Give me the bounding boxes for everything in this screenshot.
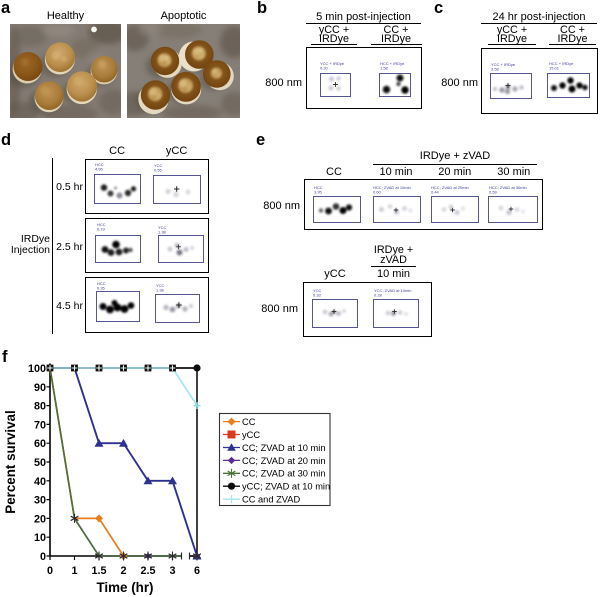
svg-text:1: 1 [71, 565, 77, 577]
svg-text:70: 70 [34, 419, 46, 431]
svg-text:CC; ZVAD at 20 min: CC; ZVAD at 20 min [242, 456, 326, 466]
svg-text:Percent survival: Percent survival [3, 410, 18, 513]
svg-text:0: 0 [47, 565, 53, 577]
svg-text:0: 0 [40, 551, 46, 563]
svg-text:10: 10 [34, 532, 46, 544]
svg-text:90: 90 [34, 382, 46, 394]
svg-text:3: 3 [169, 565, 175, 577]
svg-text:40: 40 [34, 476, 46, 488]
svg-text:50: 50 [34, 457, 46, 469]
svg-text:CC: CC [242, 417, 256, 427]
svg-text:100: 100 [28, 363, 46, 375]
svg-text:CC; ZVAD at 10 min: CC; ZVAD at 10 min [242, 443, 326, 453]
svg-text:1.5: 1.5 [91, 565, 106, 577]
svg-text:6: 6 [194, 565, 200, 577]
svg-text:2.5: 2.5 [140, 565, 155, 577]
svg-text:CC; ZVAD at 30 min: CC; ZVAD at 30 min [242, 469, 326, 479]
svg-text:20: 20 [34, 513, 46, 525]
svg-text:yCC: yCC [242, 430, 260, 440]
svg-text:Time (hr): Time (hr) [96, 580, 153, 595]
svg-text:80: 80 [34, 401, 46, 413]
svg-text:CC and ZVAD: CC and ZVAD [242, 495, 300, 505]
svg-text:2: 2 [120, 565, 126, 577]
svg-text:60: 60 [34, 438, 46, 450]
svg-text:yCC; ZVAD at 10 min: yCC; ZVAD at 10 min [242, 482, 330, 492]
svg-text:30: 30 [34, 495, 46, 507]
